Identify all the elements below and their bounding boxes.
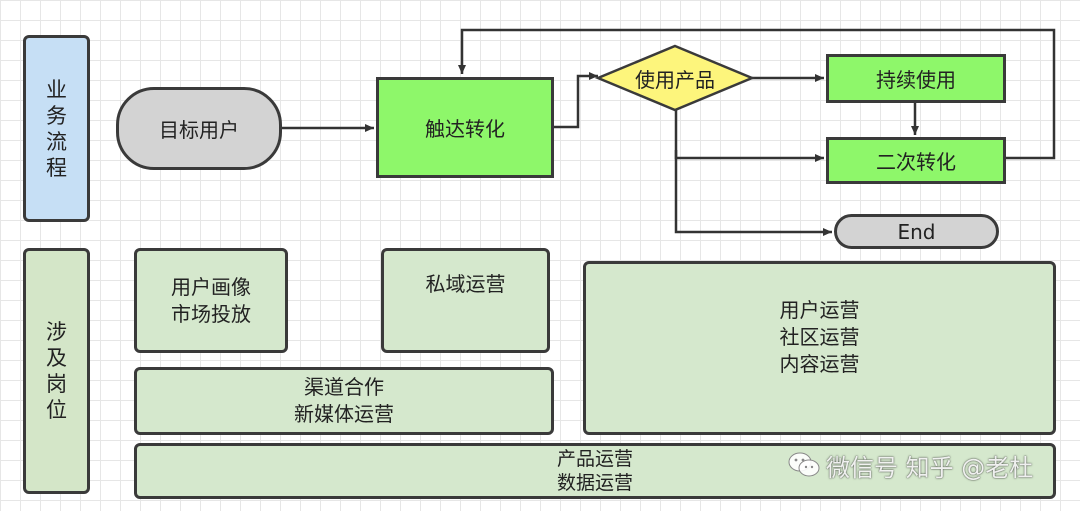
- role-persona-market-label: 用户画像 市场投放: [171, 274, 251, 326]
- node-end: End: [834, 214, 999, 249]
- decision-diamond: [594, 44, 756, 112]
- lane-roles: 涉及岗位: [23, 248, 90, 494]
- role-private-domain: 私域运营: [381, 248, 550, 353]
- arrow-second-loop-back: [458, 28, 1056, 160]
- wechat-icon: [788, 452, 820, 477]
- role-product-data: 产品运营 数据运营: [134, 443, 1056, 499]
- node-use-product: 使用产品: [598, 62, 752, 94]
- node-target-user: 目标用户: [116, 87, 282, 170]
- watermark-text: 微信号 知乎 @老杜: [826, 453, 1034, 482]
- lane-process: 业务流程: [23, 35, 90, 222]
- lane-process-label: 业务流程: [46, 77, 67, 180]
- node-reach-convert: 触达转化: [376, 77, 554, 178]
- role-channel-media-label: 渠道合作 新媒体运营: [294, 375, 394, 426]
- node-second-convert: 二次转化: [826, 137, 1006, 184]
- node-target-user-label: 目标用户: [159, 118, 239, 142]
- arrow-use-to-second: [674, 110, 824, 162]
- role-user-community-content-label: 用户运营 社区运营 内容运营: [779, 297, 860, 376]
- role-product-data-label: 产品运营 数据运营: [556, 448, 633, 494]
- node-continue-use-label: 持续使用: [876, 68, 956, 92]
- node-second-convert-label: 二次转化: [876, 150, 956, 174]
- lane-roles-label: 涉及岗位: [46, 320, 67, 422]
- role-private-domain-label: 私域运营: [425, 272, 506, 296]
- arrow-use-to-end: [674, 150, 832, 236]
- arrow-reach-to-use: [554, 72, 598, 129]
- role-persona-market: 用户画像 市场投放: [134, 248, 288, 353]
- watermark: 微信号 知乎 @老杜: [788, 448, 1056, 482]
- node-use-product-label: 使用产品: [635, 67, 715, 92]
- role-user-community-content: 用户运营 社区运营 内容运营: [583, 261, 1056, 435]
- role-channel-media: 渠道合作 新媒体运营: [134, 367, 554, 435]
- node-continue-use: 持续使用: [826, 54, 1006, 103]
- node-end-label: End: [897, 219, 936, 244]
- node-reach-convert-label: 触达转化: [425, 117, 505, 141]
